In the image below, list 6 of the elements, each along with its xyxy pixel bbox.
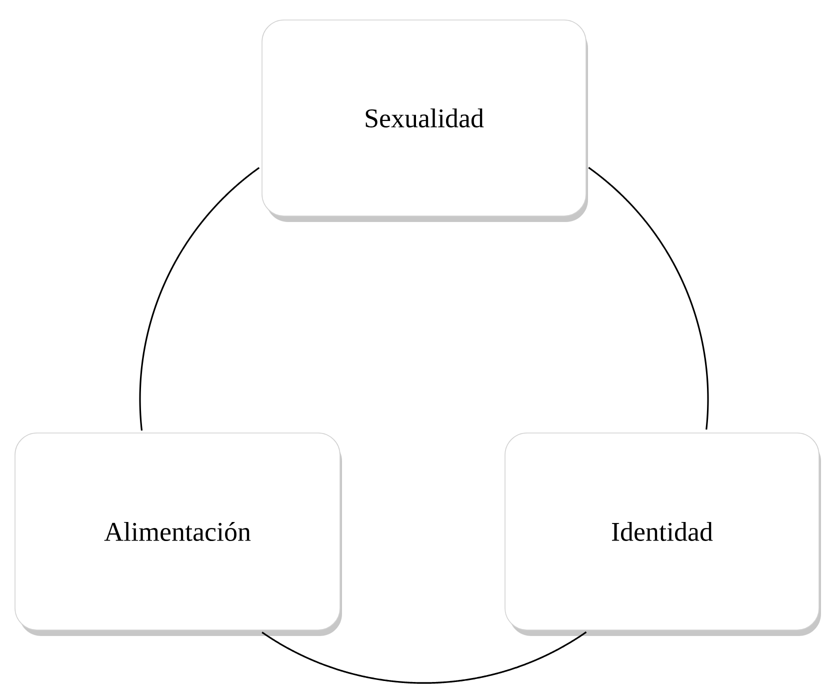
rounded-box: Identidad <box>504 432 821 636</box>
rounded-box: Sexualidad <box>262 20 588 222</box>
connector-arc <box>139 167 260 431</box>
connector-arc <box>588 166 709 430</box>
connector-arc <box>262 631 587 684</box>
rounded-box: Alimentación <box>14 432 342 636</box>
